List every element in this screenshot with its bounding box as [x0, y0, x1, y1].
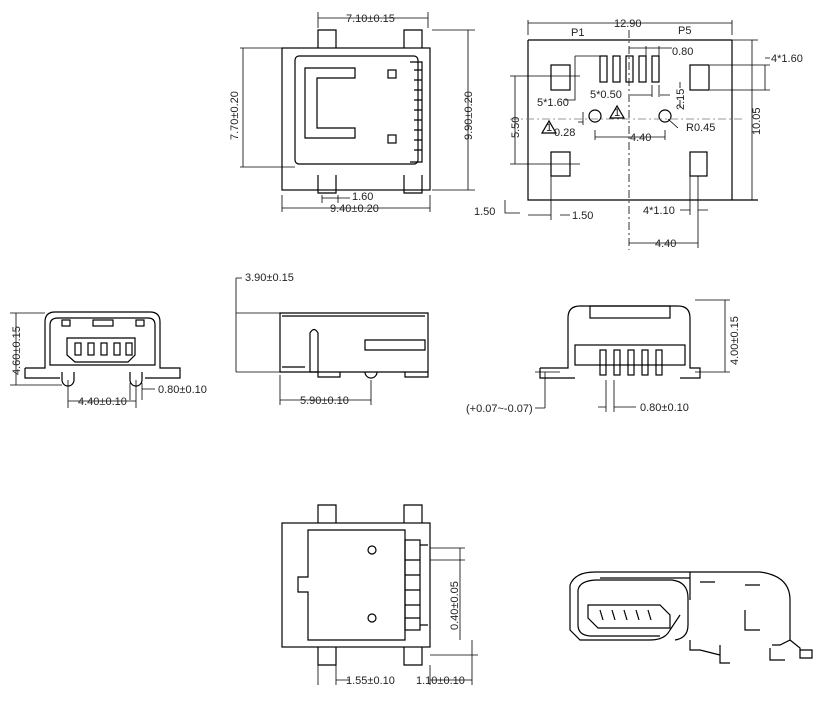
dim-rear-pitch: 0.80±0.10 — [640, 402, 689, 414]
dim-fp-pitch: 0.80 — [672, 46, 693, 58]
bottom-view: 0.40±0.05 1.55±0.10 1.10±0.10 — [281, 504, 478, 687]
dim-front-peg-spacing: 4.40±0.10 — [78, 396, 127, 408]
label-p1: P1 — [571, 27, 584, 39]
dim-fp-hole-spacing: 4.40 — [630, 132, 651, 144]
dim-fp-tab-spacing: 4.40 — [655, 238, 676, 250]
front-view: 4.60±0.15 4.40±0.10 0.80±0.10 — [10, 311, 207, 408]
isometric-view — [569, 571, 813, 664]
top-view: 7.10±0.15 7.70±0.20 9.90±0.20 1.60 9.40±… — [229, 12, 475, 215]
label-p5: P5 — [678, 25, 691, 37]
dim-rear-coplanarity: (+0.07~-0.07) — [466, 403, 533, 415]
rear-view: 4.00±0.15 (+0.07~-0.07) 0.80±0.10 — [466, 299, 741, 415]
dim-side-height: 3.90±0.15 — [245, 272, 294, 284]
dim-fp-hole-offset: 0.28 — [554, 127, 575, 139]
dim-front-peg-width: 0.80±0.10 — [158, 384, 207, 396]
dim-top-width: 7.10±0.15 — [346, 13, 395, 25]
dim-side-peg-pos: 5.90±0.10 — [300, 395, 349, 407]
dim-bottom-pin-width: 0.40±0.05 — [449, 581, 461, 630]
side-view: 3.90±0.15 5.90±0.10 — [235, 272, 429, 407]
dim-top-tab: 1.60 — [352, 191, 373, 203]
dim-bottom-tab-offset: 1.55±0.10 — [346, 675, 395, 687]
dim-fp-pad-len: 5*1.60 — [537, 97, 569, 109]
dim-top-inner-height: 7.70±0.20 — [229, 91, 241, 140]
dim-fp-spacing-v: 5.50 — [510, 117, 522, 138]
dim-front-height: 4.60±0.15 — [11, 326, 23, 375]
dim-bottom-pin-ext: 1.10±0.10 — [416, 675, 465, 687]
dim-fp-pad-side: 4*1.60 — [771, 53, 803, 65]
dim-top-height: 9.90±0.20 — [463, 91, 475, 140]
datum-mark-2: 1 — [614, 107, 620, 119]
pcb-footprint: 1 1 12.90 P1 P5 0.80 4*1.60 5*1.60 5*0.5… — [474, 18, 803, 250]
dim-fp-offset: 2.15 — [675, 89, 687, 110]
dim-fp-edge-v: 1.50 — [474, 206, 495, 218]
dim-fp-pad-width: 5*0.50 — [590, 89, 622, 101]
dim-fp-width: 12.90 — [614, 18, 642, 30]
dim-fp-total-height: 10.05 — [751, 107, 763, 135]
dim-fp-hole-radius: R0.45 — [686, 122, 715, 134]
dim-top-overall: 9.40±0.20 — [330, 203, 379, 215]
dim-fp-tab-width: 4*1.10 — [643, 205, 675, 217]
dim-rear-height: 4.00±0.15 — [729, 316, 741, 365]
datum-mark-1: 1 — [546, 122, 552, 134]
dim-fp-edge-h: 1.50 — [572, 210, 593, 222]
